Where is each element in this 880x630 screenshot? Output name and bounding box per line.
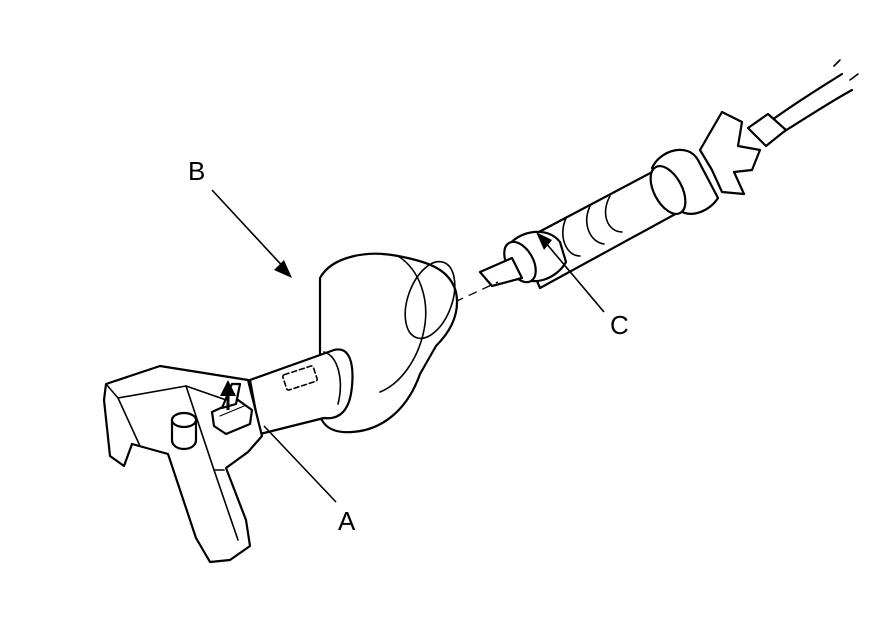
callout-b-label: B [188, 156, 205, 186]
sensor-body [478, 110, 788, 290]
sensor-holder [102, 252, 459, 564]
callout-leaders [211, 189, 605, 503]
arrowhead-b [274, 260, 292, 278]
cable [770, 59, 859, 136]
callout-a-label: A [338, 506, 356, 536]
leader-a [263, 425, 337, 503]
leader-c [539, 235, 605, 313]
leader-b [211, 189, 289, 273]
arrowhead-a [220, 380, 236, 396]
callout-c-label: C [610, 310, 629, 340]
arrowhead-c [536, 232, 552, 250]
